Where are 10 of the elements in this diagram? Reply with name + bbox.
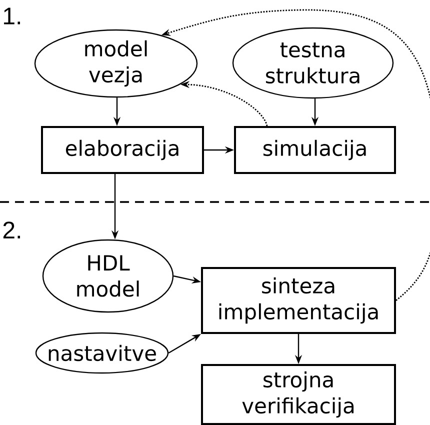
ellipse-node: nastavitve bbox=[35, 332, 169, 374]
process-box: elaboracija bbox=[41, 126, 204, 174]
process-box: sinteza implementacija bbox=[201, 267, 396, 334]
process-box: strojna verifikacija bbox=[201, 364, 396, 425]
step-number: 2. bbox=[3, 222, 20, 238]
process-box: simulacija bbox=[234, 126, 396, 174]
ellipse-node: testna struktura bbox=[232, 27, 394, 99]
ellipse-node: HDL model bbox=[42, 239, 174, 313]
step-number: 1. bbox=[4, 8, 20, 24]
ellipse-node: model vezja bbox=[34, 29, 198, 98]
